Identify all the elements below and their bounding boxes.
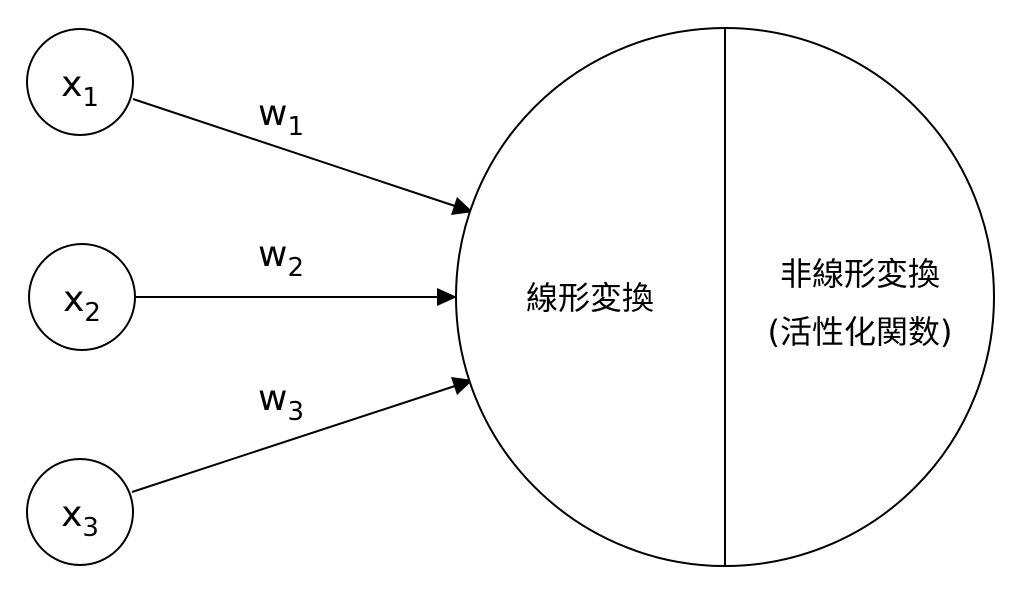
- weight-subscript: 3: [287, 397, 304, 427]
- weight-subscript: 2: [287, 253, 304, 283]
- input-node-3: x3: [26, 458, 134, 566]
- weight-subscript: 1: [287, 112, 304, 142]
- input-node-circle: [26, 28, 134, 136]
- weight-var: w: [258, 234, 287, 275]
- weight-var: w: [258, 378, 287, 419]
- input-node-circle: [28, 243, 136, 351]
- input-node-1: x1: [26, 28, 134, 136]
- activation-function-label: (活性化関数): [768, 313, 953, 351]
- arrowhead-1: [451, 197, 473, 215]
- weight-label-1: w1: [258, 93, 304, 142]
- weight-label-3: w3: [258, 378, 304, 427]
- input-node-label: x3: [61, 494, 99, 543]
- input-node-label: x1: [61, 64, 99, 113]
- input-subscript: 2: [84, 298, 101, 328]
- input-subscript: 3: [82, 513, 99, 543]
- weight-label-2: w2: [258, 234, 304, 283]
- neuron: 線形変換 非線形変換 (活性化関数): [455, 27, 995, 567]
- input-subscript: 1: [82, 83, 99, 113]
- arrowhead-3: [451, 377, 473, 395]
- input-node-label: x2: [63, 279, 101, 328]
- edge-x3: [131, 384, 459, 493]
- input-var: x: [61, 64, 82, 105]
- linear-transform-label: 線形変換: [526, 279, 654, 317]
- arrowhead-2: [437, 288, 457, 306]
- input-node-2: x2: [28, 243, 136, 351]
- input-var: x: [63, 279, 84, 320]
- input-node-circle: [26, 458, 134, 566]
- input-var: x: [61, 494, 82, 535]
- edge-x1: [132, 98, 459, 208]
- weight-var: w: [258, 93, 287, 134]
- nonlinear-transform-label: 非線形変換: [780, 255, 940, 293]
